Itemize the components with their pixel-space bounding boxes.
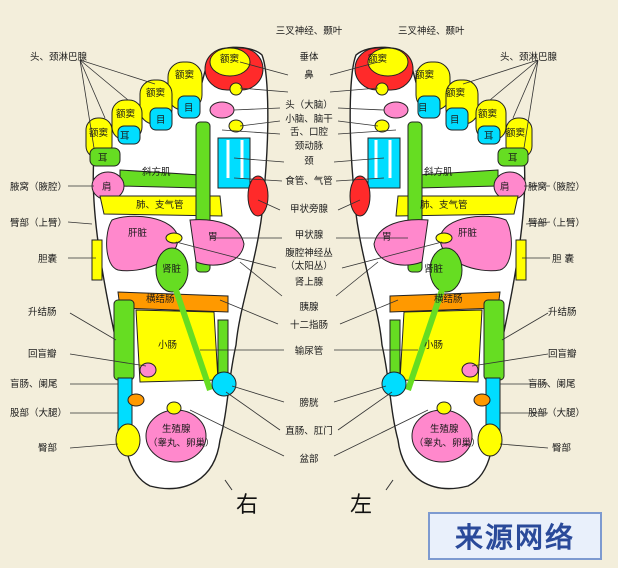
zone-kidney: 肾脏 — [162, 263, 182, 275]
label-brain: 头（大脑） — [285, 99, 333, 111]
label-duodenum: 十二指肠 — [290, 319, 328, 331]
label-ascending-colon-right: 升结肠 — [548, 306, 577, 318]
zone-sinus: 额窦 — [116, 108, 135, 120]
zone-lung: 肺、支气管 — [420, 199, 468, 211]
left-side-labels: 头、颈淋巴腺 腋窝（腋腔） 臂部（上臂） 胆囊 升结肠 回盲瓣 盲肠、阑尾 股部… — [10, 51, 88, 454]
label-bladder: 膀胱 — [299, 397, 319, 409]
leader-lines — [67, 59, 551, 457]
label-thyroid: 甲状腺 — [295, 229, 324, 241]
label-pancreas: 胰腺 — [299, 301, 319, 313]
zone-trapezius: 斜方肌 — [424, 166, 453, 178]
zone-eye: 目 — [184, 103, 194, 114]
label-parathyroid: 甲状旁腺 — [290, 203, 329, 215]
zone-sinus: 额窦 — [146, 87, 165, 99]
label-rectum: 直肠、肛门 — [285, 425, 333, 437]
label-ileocecal-right: 回盲瓣 — [548, 348, 577, 360]
label-upper-arm-right: 臂部（上臂） — [528, 217, 585, 229]
left-foot-label: 左 — [350, 493, 372, 518]
label-ileocecal-left: 回盲瓣 — [28, 348, 57, 360]
label-celiac-plexus: 腹腔神经丛 — [285, 247, 333, 259]
zone-transverse-colon: 横结肠 — [146, 293, 175, 305]
zone-small-intestine: 小肠 — [424, 340, 443, 351]
label-pituitary: 垂体 — [299, 51, 319, 63]
zone-shoulder: 肩 — [500, 181, 510, 193]
label-esophagus: 食管、气管 — [285, 175, 333, 187]
label-buttock-left: 臀部 — [38, 442, 57, 454]
zone-eye: 目 — [450, 115, 460, 126]
zone-genital: 生殖腺 — [430, 423, 459, 435]
zone-sinus: 额窦 — [446, 87, 465, 99]
zone-sinus: 额窦 — [368, 53, 387, 65]
right-side-labels: 三叉神经、颞叶 头、颈淋巴腺 腋窝（腋腔） 臂部（上臂） 胆 囊 升结肠 回盲瓣… — [398, 25, 585, 454]
label-nose: 鼻 — [304, 69, 314, 81]
zone-small-intestine: 小肠 — [158, 340, 177, 351]
zone-stomach: 胃 — [382, 232, 392, 243]
zone-sinus: 额窦 — [506, 127, 525, 139]
label-ascending-colon-left: 升结肠 — [28, 306, 57, 318]
zone-ear: 耳 — [508, 153, 518, 164]
foot-arrows — [224, 479, 394, 491]
right-foot-label: 右 — [236, 493, 258, 518]
zone-transverse-colon: 横结肠 — [434, 293, 463, 305]
label-upper-arm-left: 臂部（上臂） — [10, 217, 67, 229]
zone-liver: 肝脏 — [458, 227, 478, 239]
zone-kidney: 肾脏 — [424, 263, 444, 275]
zone-trapezius: 斜方肌 — [142, 166, 171, 178]
label-axilla-left: 腋窝（腋腔） — [10, 181, 67, 193]
zone-ear: 耳 — [120, 131, 130, 142]
zone-genital-sub: （睾丸、卵巢） — [148, 437, 215, 449]
zone-genital: 生殖腺 — [162, 423, 191, 435]
label-neck: 颈 — [304, 156, 314, 167]
zone-shoulder: 肩 — [102, 181, 112, 193]
label-solar-plexus: （太阳丛） — [285, 260, 333, 272]
label-tongue: 舌、口腔 — [290, 126, 329, 138]
label-buttock-right: 臀部 — [552, 442, 571, 454]
label-trigeminal-right: 三叉神经、颞叶 — [276, 25, 343, 37]
label-gallbladder-right: 胆 囊 — [552, 253, 575, 265]
zone-ear: 耳 — [484, 131, 494, 142]
zone-lung: 肺、支气管 — [136, 199, 184, 211]
label-cerebellum: 小脑、脑干 — [285, 113, 333, 125]
zone-genital-sub: （睾丸、卵巢） — [414, 437, 481, 449]
zone-sinus: 额窦 — [415, 69, 434, 81]
zone-sinus: 额窦 — [220, 53, 239, 65]
label-lymph-right: 头、颈淋巴腺 — [500, 51, 558, 63]
center-labels: 三叉神经、颞叶 鼻 垂体 头（大脑） 小脑、脑干 舌、口腔 颈动脉 颈 食管、气… — [276, 25, 343, 465]
label-thigh-left: 股部（大腿） — [10, 407, 67, 419]
label-cecum-left: 盲肠、阑尾 — [10, 378, 58, 390]
left-foot-zone-labels: 额窦 额窦 额窦 额窦 额窦 目 目 耳 耳 斜方肌 肩 肺、支气管 肝脏 胃 … — [368, 53, 525, 449]
label-adrenal: 肾上腺 — [295, 276, 324, 288]
label-thigh-right: 股部（大腿） — [528, 407, 585, 419]
zone-sinus: 额窦 — [478, 108, 497, 120]
label-lymph-left: 头、颈淋巴腺 — [30, 51, 88, 63]
zone-eye: 目 — [418, 103, 428, 114]
zone-liver: 肝脏 — [128, 227, 148, 239]
zone-ear: 耳 — [98, 153, 108, 164]
watermark: 来源网络 — [428, 512, 602, 560]
zone-eye: 目 — [156, 115, 166, 126]
label-trigeminal-left: 三叉神经、颞叶 — [398, 25, 465, 37]
right-foot-zone-labels: 额窦 额窦 额窦 额窦 额窦 目 目 耳 耳 斜方肌 肩 肺、支气管 肝脏 胃 … — [89, 53, 239, 449]
label-ureter: 输尿管 — [295, 345, 324, 357]
zone-sinus: 额窦 — [175, 69, 194, 81]
label-carotid: 颈动脉 — [295, 140, 324, 152]
label-pelvis: 盆部 — [299, 453, 318, 465]
zone-sinus: 额窦 — [89, 127, 108, 139]
label-gallbladder: 胆囊 — [38, 253, 58, 265]
label-axilla-right: 腋窝（腋腔） — [528, 181, 585, 193]
label-cecum-right: 盲肠、阑尾 — [528, 378, 576, 390]
zone-stomach: 胃 — [208, 232, 218, 243]
